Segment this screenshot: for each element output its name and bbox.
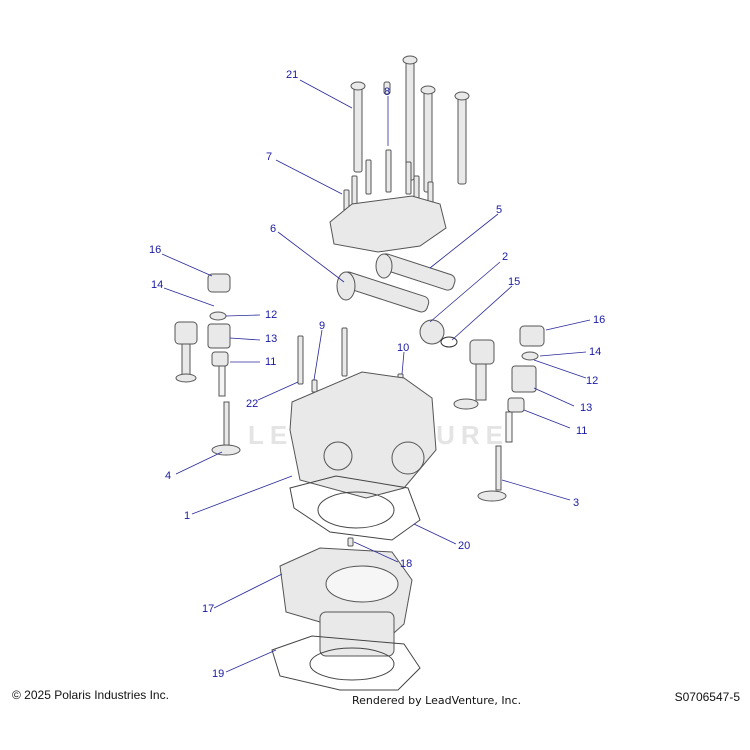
left-valve-train	[174, 273, 241, 456]
callout-2: 2	[502, 251, 509, 263]
cam-carrier	[329, 195, 447, 253]
rendered-by-text: Rendered by LeadVenture, Inc.	[352, 694, 522, 707]
cam-sprocket	[419, 319, 445, 345]
callout-13-left: 13	[265, 333, 278, 345]
callout-5: 5	[496, 204, 503, 216]
base-gasket	[271, 635, 421, 691]
o-ring	[440, 336, 458, 348]
callout-9: 9	[319, 320, 326, 332]
callout-1: 1	[184, 510, 191, 522]
callout-15: 15	[508, 276, 521, 288]
callout-14-left: 14	[151, 279, 164, 291]
callout-18: 18	[400, 558, 413, 570]
copyright-text: © 2025 Polaris Industries Inc.	[12, 688, 169, 702]
callout-3: 3	[573, 497, 580, 509]
head-stud-mid	[341, 327, 348, 377]
callout-19: 19	[212, 668, 225, 680]
callout-4: 4	[165, 470, 172, 482]
camshafts	[336, 253, 456, 313]
head-stud-left	[297, 335, 304, 385]
leader-lines	[161, 79, 591, 673]
dowel-pin	[311, 379, 318, 393]
callout-14-right: 14	[589, 346, 602, 358]
callout-16-right: 16	[593, 314, 606, 326]
right-valve-train	[453, 325, 545, 502]
callout-13-right: 13	[580, 402, 593, 414]
callout-7: 7	[266, 151, 273, 163]
callout-10: 10	[397, 342, 410, 354]
head-gasket	[289, 475, 421, 541]
callout-16-left: 16	[149, 244, 162, 256]
callout-20: 20	[458, 540, 471, 552]
callout-21: 21	[286, 69, 299, 81]
part-code-text: S0706547-5	[674, 690, 740, 704]
callout-17: 17	[202, 603, 215, 615]
callout-12-right: 12	[586, 375, 599, 387]
callout-22: 22	[246, 398, 259, 410]
callout-11-right: 11	[576, 425, 588, 437]
callout-8: 8	[384, 86, 391, 98]
callout-6: 6	[270, 223, 277, 235]
head-bolts	[350, 55, 470, 193]
callout-11-left: 11	[265, 356, 277, 368]
callout-12-left: 12	[265, 309, 278, 321]
